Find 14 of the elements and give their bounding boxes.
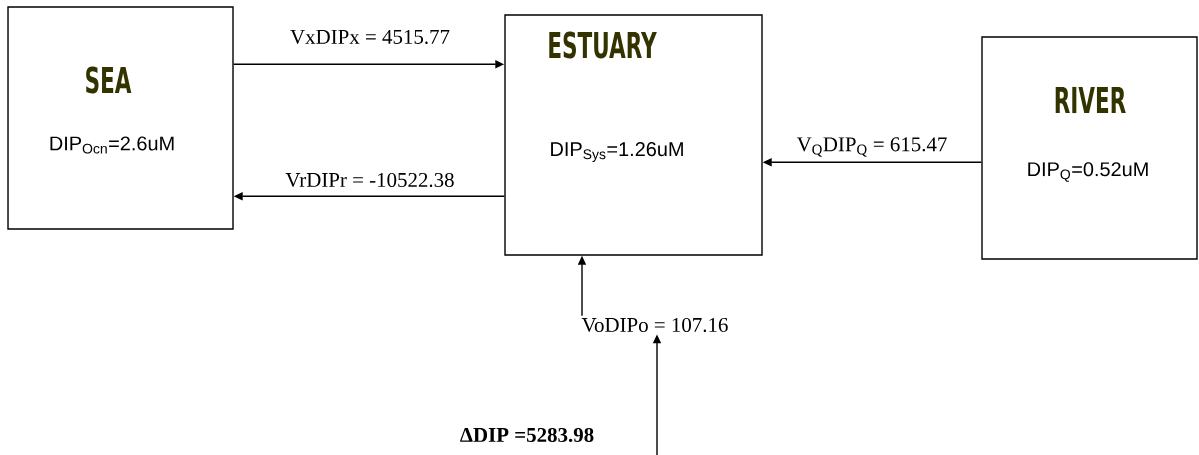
heading-text: SEA bbox=[86, 66, 132, 94]
compartment-box bbox=[7, 6, 234, 230]
concentration-text: DIP$_{Ocn}$=2.6uM bbox=[50, 136, 174, 154]
heading-text: RIVER bbox=[1055, 86, 1126, 114]
edge-label: V$_{Q}$DIP$_{Q}$ = 615.47 bbox=[796, 137, 947, 157]
concentration-text: DIP$_{Q}$=0.52uM bbox=[1028, 162, 1148, 182]
edge-label: VxDIPx = 4515.77 bbox=[290, 29, 450, 45]
compartment-box bbox=[981, 36, 1198, 260]
edge-label: VrDIPr = -10522.38 bbox=[285, 172, 454, 188]
flux-text: ΔDIP =5283.98 bbox=[460, 427, 594, 443]
flux-text: VoDIPo = 107.16 bbox=[581, 317, 728, 333]
compartment-box bbox=[504, 14, 763, 256]
heading-text: ESTUARY bbox=[549, 31, 657, 59]
concentration-text: DIP$_{Sys}$=1.26uM bbox=[551, 142, 683, 162]
